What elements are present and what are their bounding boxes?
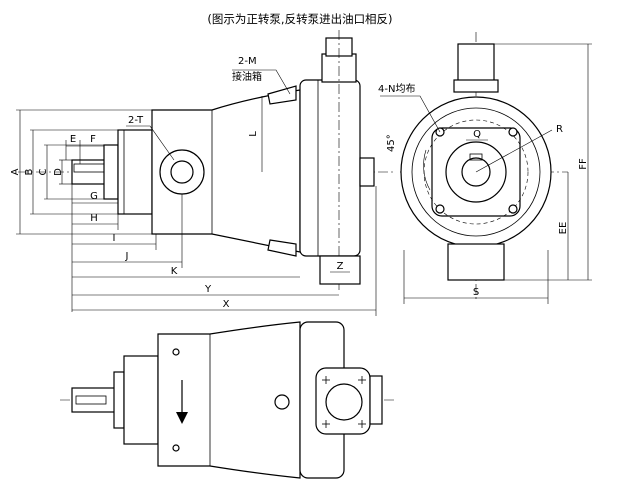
dim-label-d: D xyxy=(53,168,64,176)
top-plan-view xyxy=(60,321,395,479)
top-keyway xyxy=(75,395,107,405)
dim-label-h: H xyxy=(90,213,98,224)
end-bottom-pad xyxy=(447,243,505,281)
dim-label-f: F xyxy=(90,134,96,145)
dim-label-b: B xyxy=(24,168,35,175)
end-view: Q R 4-N均布 45° S EE FF xyxy=(378,32,592,304)
end-column-base xyxy=(453,79,499,93)
end-key xyxy=(469,153,483,161)
dim-label-z: Z xyxy=(337,261,344,272)
callout-drain: 接油箱 xyxy=(232,70,262,83)
top-collar xyxy=(113,371,125,429)
dim-label-e: E xyxy=(70,134,76,145)
callout-2t: 2-T xyxy=(128,115,144,126)
dim-label-j: J xyxy=(125,251,129,262)
dim-label-k: K xyxy=(171,266,178,277)
dim-label-c: C xyxy=(38,168,49,175)
drawing-caption: (图示为正转泵,反转泵进出油口相反) xyxy=(207,12,392,26)
top-bolt-marks xyxy=(322,376,366,428)
flow-arrow-head xyxy=(176,412,188,424)
top-shaft xyxy=(71,387,117,413)
leader-2m xyxy=(232,69,291,95)
top-port-lower xyxy=(172,444,180,452)
bottom-pad xyxy=(319,255,361,285)
dim-label-a: A xyxy=(10,168,21,175)
dim-label-g: G xyxy=(90,191,98,202)
leader-2t xyxy=(126,125,175,161)
end-cap xyxy=(359,157,375,187)
shaft-collar xyxy=(103,144,119,200)
callout-4n: 4-N均布 xyxy=(378,83,415,95)
bolt-hole-3 xyxy=(435,204,445,214)
dim-label-ff: FF xyxy=(578,158,589,170)
dim-line-r xyxy=(475,129,553,173)
top-drain-port xyxy=(274,394,290,410)
side-elevation-view: A B C D E F G H I xyxy=(10,30,395,316)
top-port-upper xyxy=(172,348,180,356)
dim-label-i: I xyxy=(113,233,116,244)
dim-label-y: Y xyxy=(204,284,212,295)
dim-label-s: S xyxy=(473,287,479,298)
top-flange xyxy=(123,355,159,445)
bolt-hole-2 xyxy=(508,127,518,137)
port-t-bore xyxy=(170,160,194,184)
top-housing xyxy=(157,321,301,479)
angle-label: 45° xyxy=(386,134,397,152)
bolt-hole-4 xyxy=(508,204,518,214)
dim-label-ee: EE xyxy=(558,222,569,235)
lower-boss xyxy=(267,239,297,257)
end-housing-rim xyxy=(411,107,541,237)
control-head xyxy=(299,79,361,257)
top-end-cap xyxy=(369,375,383,425)
leader-4n xyxy=(380,95,441,133)
end-adjust-column xyxy=(457,43,495,83)
dim-label-r: R xyxy=(556,124,563,135)
dim-label-l: L xyxy=(248,131,259,137)
dim-label-x: X xyxy=(223,299,230,310)
callout-2m: 2-M xyxy=(238,56,257,67)
top-main-port xyxy=(325,383,363,421)
angle-arc xyxy=(423,149,431,191)
mounting-flange xyxy=(117,129,153,215)
dim-label-q: Q xyxy=(473,129,481,140)
